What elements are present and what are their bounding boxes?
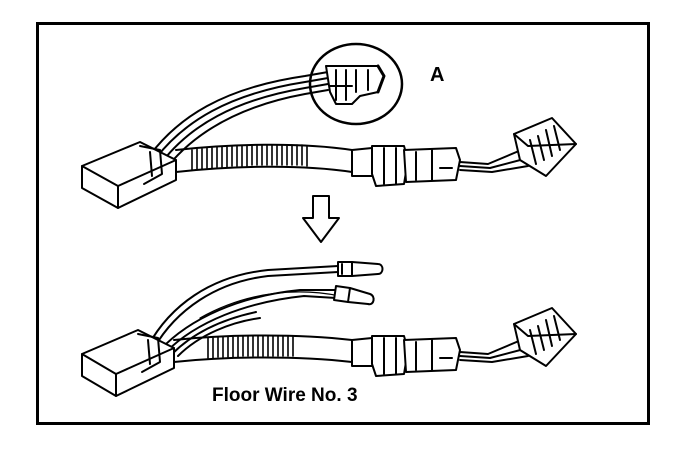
harness-after-left-connector — [81, 329, 175, 397]
harness-before-right-wires — [459, 147, 529, 173]
callout-label: A — [430, 64, 445, 86]
down-arrow-icon — [302, 195, 340, 243]
harness-before-left-connector — [81, 141, 177, 209]
harness-before-wires — [149, 71, 329, 167]
harness-after-terminal-2 — [333, 285, 375, 306]
callout-circle — [308, 42, 404, 126]
harness-after-wires — [147, 265, 341, 357]
harness-before-sleeve — [175, 143, 353, 173]
harness-before-inline-connector — [351, 145, 461, 187]
harness-after-sleeve — [173, 334, 353, 363]
harness-after-right-connector — [513, 307, 577, 367]
harness-after-inline-connector — [351, 335, 461, 377]
harness-after-right-wires — [459, 337, 529, 363]
harness-before — [81, 42, 577, 209]
diagram-caption: Floor Wire No. 3 — [212, 385, 358, 406]
harness-after — [81, 261, 577, 397]
callout-connector — [325, 64, 386, 105]
harness-after-terminal-1 — [337, 261, 384, 277]
harness-before-right-connector — [513, 117, 577, 177]
